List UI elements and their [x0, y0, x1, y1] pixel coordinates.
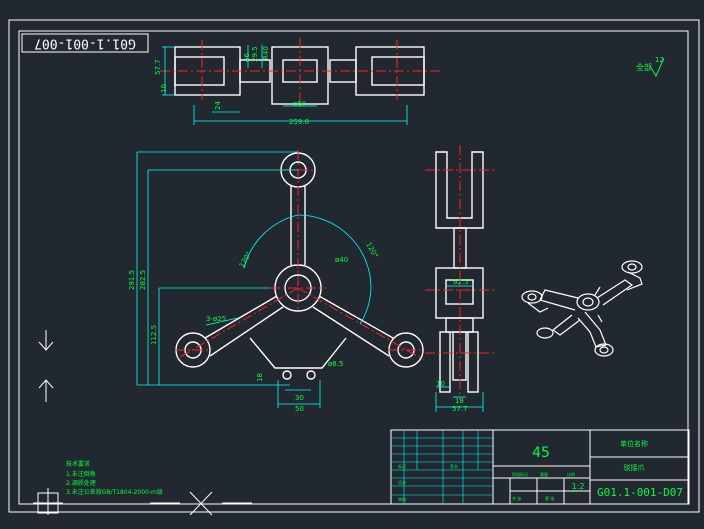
front-view: [175, 152, 424, 380]
dim-r40-top: R40: [262, 46, 270, 60]
dim-phi-40: ø40: [335, 256, 348, 264]
notes-line-3: 3.未注公差按GB/T1804-2000-m级: [66, 488, 163, 496]
notes-line-2: 2.调质处理: [66, 479, 96, 487]
top-view-dim-text: 57.7 10 24 29.5 R40 46 ø60 259.8: [154, 46, 309, 126]
roughness-value: 12: [655, 56, 664, 64]
dim-60-top: ø60: [293, 100, 306, 108]
label-sign: 签名: [450, 463, 458, 469]
dim-3-holes: 3-ø25: [206, 315, 226, 323]
roughness-label: 全部: [636, 62, 652, 72]
dim-phi-8-5: ø8.5: [328, 360, 343, 368]
front-view-centerlines: [174, 150, 425, 361]
side-view-dims: [435, 285, 484, 412]
dim-angle-120-left: 120°: [238, 250, 253, 269]
dim-angle-120-right: 120°: [364, 241, 379, 260]
dim-18-front: 18: [256, 373, 264, 382]
drawing-code: G01.1-001-D07: [597, 486, 683, 499]
dim-291-5: 291.5: [128, 270, 136, 290]
label-sheet2: 第 张: [545, 495, 554, 501]
front-view-dims: [136, 151, 372, 408]
dim-50-front: 50: [295, 405, 304, 413]
dim-29-5-top: 29.5: [251, 46, 259, 62]
dim-18-side: 18: [455, 397, 464, 405]
label-scale: 比例: [567, 471, 575, 477]
dim-112-5: 112.5: [150, 325, 158, 345]
dim-57-7-side: 57.7: [452, 405, 468, 413]
company-name: 单位名称: [620, 439, 648, 448]
sheet-outer-frame: [8, 19, 700, 513]
side-view-dim-text: 62.5 10 18 57.7: [436, 278, 469, 413]
edge-markers: [33, 330, 252, 516]
top-view-dims: [162, 45, 408, 125]
dim-282-5: 282.5: [139, 270, 147, 290]
dim-10-side: 10: [436, 380, 445, 388]
dim-10-top: 10: [160, 84, 168, 93]
top-view-centerlines: [160, 38, 440, 110]
label-weight: 重量: [540, 471, 548, 477]
dim-259-8-top: 259.8: [289, 118, 309, 126]
notes-title: 技术要求: [66, 460, 90, 468]
drawing-number-text: G01.1-001-007: [34, 36, 136, 51]
technical-notes: 技术要求 1.未注倒角 2.调质处理 3.未注公差按GB/T1804-2000-…: [66, 460, 163, 496]
label-mark: 标记: [398, 463, 406, 469]
title-block: [390, 429, 690, 505]
label-stage: 阶段标记: [512, 471, 528, 477]
dim-62-5-side: 62.5: [453, 278, 469, 286]
dim-46-top: 46: [243, 53, 251, 62]
part-name: 驳接爪: [624, 463, 645, 472]
dim-30-front: 30: [295, 394, 304, 402]
isometric-view: [521, 260, 643, 357]
side-view-centerlines: [425, 145, 495, 400]
label-sheet: 共 张: [512, 495, 521, 501]
roughness-symbol: 全部 12: [636, 56, 665, 78]
dim-24-top: 24: [214, 101, 222, 110]
notes-line-1: 1.未注倒角: [66, 470, 96, 478]
label-design: 设计: [398, 479, 406, 485]
label-check: 审核: [398, 496, 406, 502]
scale-text: 1:2: [572, 482, 585, 491]
drawing-number-box: G01.1-001-007: [21, 33, 149, 53]
dim-57-7-top: 57.7: [154, 59, 162, 75]
sheet-inner-frame: [18, 30, 689, 505]
title-block-grid: [391, 430, 493, 504]
material-text: 45: [532, 445, 550, 461]
title-block-text: 45 单位名称 驳接爪 G01.1-001-D07 1:2 标记 签名 设计 审…: [398, 439, 683, 502]
